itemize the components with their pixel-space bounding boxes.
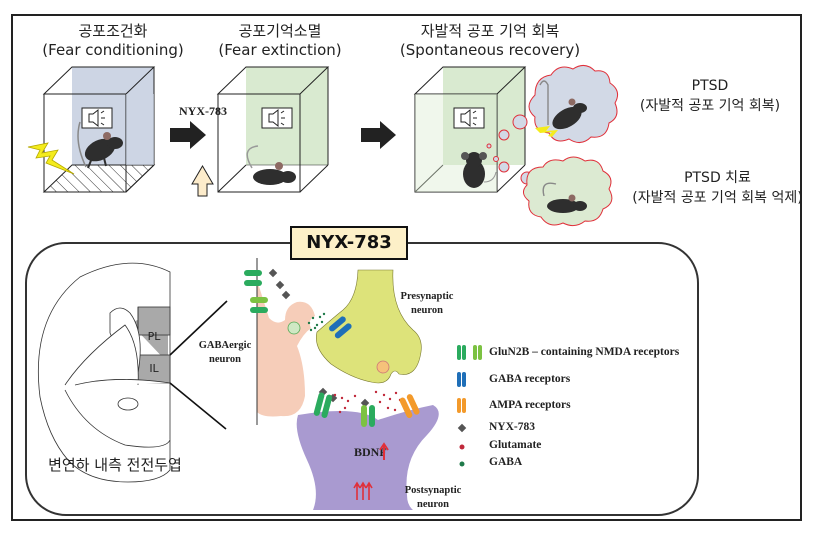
gabaergic-label: GABAergic neuron	[190, 339, 260, 367]
glutamate-dots	[333, 390, 402, 414]
stage-3-title-en: (Spontaneous recovery)	[399, 41, 581, 59]
outcome-ptsd: PTSD (자발적 공포 기억 회복)	[615, 76, 805, 116]
gaba-dots	[307, 312, 326, 332]
conditioning-chamber	[27, 66, 156, 193]
drug-label: NYX-783	[179, 104, 227, 118]
presynaptic-neuron	[316, 269, 422, 384]
nmda-receptor-icon	[244, 270, 268, 313]
postsynaptic-label-line2: neuron	[417, 499, 449, 510]
legend-icons	[457, 345, 482, 467]
gaba-receptor-icon	[329, 316, 352, 339]
ampa-receptor-icon	[399, 394, 420, 419]
gabaergic-label-line2: neuron	[209, 354, 241, 365]
vesicle-icon	[376, 360, 390, 374]
triple-up-arrow-icon	[353, 481, 373, 500]
presynaptic-label-line1: Presynaptic	[400, 291, 454, 302]
ptsd-treatment-cloud	[523, 156, 613, 227]
postsynaptic-neuron	[296, 405, 439, 510]
outcome-ptsd-title: PTSD	[691, 78, 729, 94]
stage-2-title-en: (Fear extinction)	[218, 41, 342, 59]
lightning-icon	[27, 142, 75, 175]
gabaergic-label-line1: GABAergic	[198, 340, 252, 351]
speaker-icon	[261, 107, 293, 129]
ptsd-cloud	[528, 65, 619, 143]
stage-1-title-ko: 공포조건화	[78, 22, 148, 40]
outcome-ptsd-subtitle: (자발적 공포 기억 회복)	[639, 98, 781, 114]
figure-frame	[11, 14, 802, 521]
brain-section	[37, 262, 228, 483]
stage-3-title-ko: 자발적 공포 기억 회복	[420, 22, 560, 40]
outcome-treatment-subtitle: (자발적 공포 기억 회복 억제)	[632, 190, 803, 206]
mouse-icon	[77, 121, 123, 169]
postsynaptic-label: Postsynaptic neuron	[398, 484, 468, 512]
postsynaptic-label-line1: Postsynaptic	[404, 485, 462, 496]
recovery-chamber	[413, 66, 527, 193]
stage-2-title: 공포기억소멸 (Fear extinction)	[200, 22, 360, 60]
legend-nyx: NYX-783	[489, 421, 535, 433]
speaker-icon	[453, 107, 485, 129]
drug-arrow-up-icon	[191, 165, 214, 197]
region-il: IL	[149, 362, 159, 375]
extinction-chamber	[216, 66, 330, 193]
legend-gaba-receptors: GABA receptors	[489, 373, 571, 385]
nmda-receptor-icon	[313, 392, 333, 418]
legend-glutamate: Glutamate	[489, 439, 542, 451]
legend-gaba: GABA	[489, 456, 523, 468]
mechanism-title-box: NYX-783	[290, 226, 408, 260]
outcome-ptsd-treatment: PTSD 치료 (자발적 공포 기억 회복 억제)	[610, 168, 819, 208]
region-pl: PL	[147, 330, 161, 343]
stage-1-title: 공포조건화 (Fear conditioning)	[28, 22, 198, 60]
outcome-treatment-title: PTSD 치료	[684, 170, 751, 186]
mouse-standing-icon	[461, 152, 497, 188]
gabaergic-neuron	[256, 258, 315, 425]
legend-ampa: AMPA receptors	[489, 399, 571, 411]
arrow-right-icon	[170, 121, 206, 149]
presynaptic-label: Presynaptic neuron	[392, 290, 462, 318]
stage-2-title-ko: 공포기억소멸	[238, 22, 322, 40]
mouse-icon	[246, 145, 296, 185]
stage-3-title: 자발적 공포 기억 회복 (Spontaneous recovery)	[395, 22, 585, 60]
arrow-right-icon	[361, 121, 396, 149]
up-arrow-icon	[379, 442, 389, 460]
bdnf-label: BDNF	[354, 445, 387, 459]
presynaptic-label-line2: neuron	[411, 305, 443, 316]
nmda-receptor-icon	[361, 405, 375, 427]
legend-nmda: GluN2B – containing NMDA receptors	[489, 346, 680, 358]
speaker-icon	[81, 107, 113, 129]
vesicle-icon	[287, 321, 301, 335]
stage-1-title-en: (Fear conditioning)	[42, 41, 184, 59]
brain-caption: 변연하 내측 전전두엽	[48, 456, 182, 474]
